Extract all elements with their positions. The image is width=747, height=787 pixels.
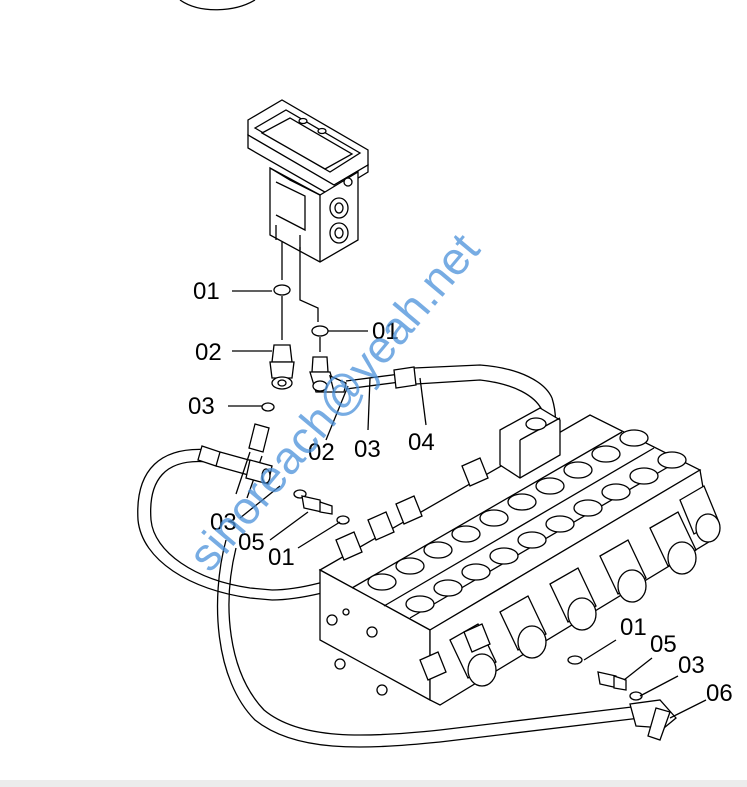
- hose-loop-left: [137, 445, 273, 601]
- callout-01: 01: [268, 544, 295, 571]
- fitting-05-right: [567, 655, 643, 701]
- callout-03: 03: [678, 652, 705, 679]
- callout-02: 02: [195, 339, 222, 366]
- hose-06: [216, 539, 677, 748]
- control-valve-assembly: [318, 407, 721, 706]
- fitting-05-left: [293, 489, 350, 525]
- elbow-fitting-left: [269, 344, 295, 390]
- callout-05: 05: [238, 529, 265, 556]
- callout-05: 05: [650, 631, 677, 658]
- callout-03: 03: [210, 509, 237, 536]
- leader-lines: [228, 290, 707, 719]
- valve-port-plugs: [367, 429, 687, 613]
- callout-01: 01: [372, 318, 399, 345]
- callout-06: 06: [706, 680, 733, 707]
- elbow-fitting-right: [309, 356, 347, 393]
- top-partial-outline: [179, 0, 256, 11]
- front-fittings: [335, 457, 491, 681]
- o-ring: [311, 325, 329, 337]
- o-ring: [273, 284, 291, 296]
- o-ring: [261, 402, 275, 412]
- callout-01: 01: [193, 278, 220, 305]
- callout-01: 01: [620, 614, 647, 641]
- callout-02: 02: [308, 439, 335, 466]
- callout-03: 03: [354, 436, 381, 463]
- bottom-bar: [0, 780, 747, 787]
- pilot-valve-block: [247, 99, 369, 263]
- callout-03: 03: [188, 393, 215, 420]
- callout-04: 04: [408, 429, 435, 456]
